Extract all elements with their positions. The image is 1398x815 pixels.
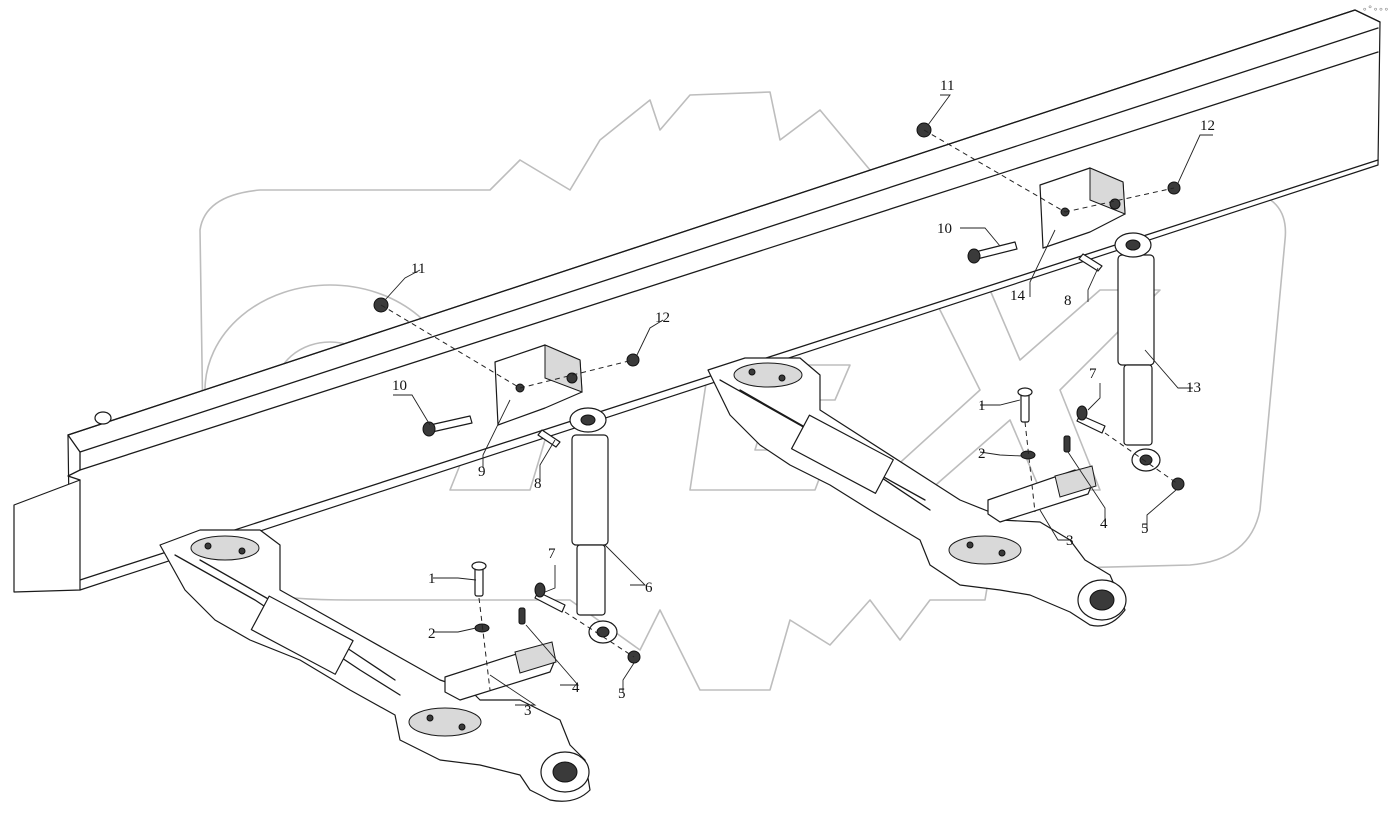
corner-mark: ∘°∘∘∘ (1362, 5, 1389, 15)
callout-12-left: 12 (655, 310, 670, 326)
callout-8-left: 8 (534, 476, 542, 492)
callout-2-left: 2 (428, 626, 436, 642)
callout-12-right: 12 (1200, 118, 1215, 134)
fasteners-left-upper (373, 297, 640, 448)
pin-4-right (1063, 435, 1071, 453)
callout-11-right: 11 (940, 78, 954, 94)
callout-7-right: 7 (1089, 366, 1097, 382)
callout-1-left: 1 (428, 571, 436, 587)
bolt-8-right (1078, 253, 1103, 272)
shock-absorber-13 (1114, 232, 1161, 472)
bolt-8-left (537, 429, 561, 448)
callout-11-left: 11 (411, 261, 425, 277)
bracket-right-assembly (987, 387, 1185, 523)
callout-2-right: 2 (978, 446, 986, 462)
callout-9: 9 (478, 464, 486, 480)
callout-8-right: 8 (1064, 293, 1072, 309)
callout-4-right: 4 (1100, 516, 1108, 532)
bracket-left-assembly (444, 561, 641, 701)
bolt-7-left (534, 591, 566, 613)
axle-beam-left (159, 529, 591, 802)
pin-4-left (518, 607, 526, 625)
callout-4-left: 4 (572, 680, 580, 696)
assembly-lines (380, 129, 1179, 691)
callout-3-right: 3 (1066, 533, 1074, 549)
frame-rail (13, 9, 1381, 593)
callout-10-right: 10 (937, 221, 952, 237)
leader-lines (384, 94, 1213, 706)
nut-5-right (1171, 477, 1185, 491)
callout-7-left: 7 (548, 546, 556, 562)
nut-12-left (626, 353, 640, 367)
callout-3-left: 3 (524, 703, 532, 719)
callout-5-left: 5 (618, 686, 626, 702)
callout-13: 13 (1186, 380, 1201, 396)
callout-14: 14 (1010, 288, 1026, 304)
callout-6: 6 (645, 580, 653, 596)
callouts-left: 1 2 3 4 5 6 7 8 9 10 11 12 (392, 261, 670, 719)
frame-bracket-14 (1039, 167, 1126, 249)
callouts-right: 1 2 3 4 5 7 8 10 11 12 13 14 (937, 78, 1215, 549)
callout-1-right: 1 (978, 398, 986, 414)
callout-5-right: 5 (1141, 521, 1149, 537)
shock-absorber-6 (569, 407, 618, 644)
axle-beam-right (707, 357, 1127, 627)
callout-10-left: 10 (392, 378, 407, 394)
